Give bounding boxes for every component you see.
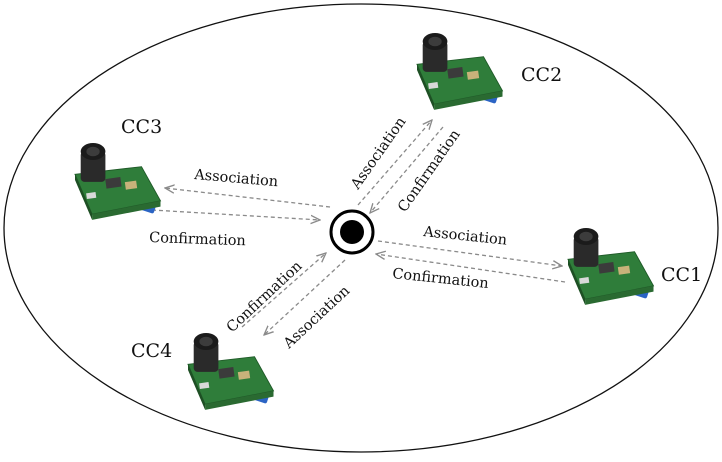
confirmation-label-cc1: Confirmation — [392, 266, 490, 292]
node-label-cc3: CC3 — [121, 116, 162, 138]
confirmation-label-cc4: Confirmation — [224, 258, 306, 336]
camera-node-cc2: CC2 — [416, 32, 562, 111]
link-cc4: Confirmation Association — [224, 253, 353, 353]
confirmation-arrow-cc3 — [151, 209, 320, 220]
association-arrow-cc3 — [165, 188, 331, 208]
camera-node-cc4: CC4 — [131, 332, 274, 411]
node-label-cc1: CC1 — [661, 264, 702, 286]
camera-module-icon — [567, 227, 654, 306]
confirmation-arrow-cc4 — [241, 253, 326, 328]
camera-node-cc3: CC3 — [74, 116, 162, 221]
node-label-cc2: CC2 — [521, 64, 562, 86]
coordinator-hub-icon — [329, 209, 375, 255]
confirmation-arrow-cc1 — [376, 254, 566, 283]
association-label-cc4: Association — [280, 283, 353, 353]
network-boundary-ellipse — [3, 3, 719, 453]
camera-module-icon — [187, 332, 274, 411]
association-label-cc1: Association — [422, 224, 508, 249]
camera-node-cc1: CC1 — [567, 227, 702, 306]
association-arrow-cc4 — [264, 259, 346, 335]
association-label-cc3: Association — [193, 167, 279, 190]
link-cc3: Association Confirmation — [149, 167, 331, 249]
association-arrow-cc1 — [377, 240, 562, 266]
confirmation-arrow-cc2 — [370, 126, 444, 213]
link-cc2: Association Confirmation — [348, 114, 464, 215]
node-label-cc4: CC4 — [131, 340, 172, 362]
confirmation-label-cc3: Confirmation — [149, 230, 246, 249]
association-arrow-cc2 — [357, 120, 432, 206]
link-cc1: Association Confirmation — [376, 224, 566, 292]
camera-module-icon — [416, 32, 503, 111]
camera-module-icon — [74, 142, 161, 221]
